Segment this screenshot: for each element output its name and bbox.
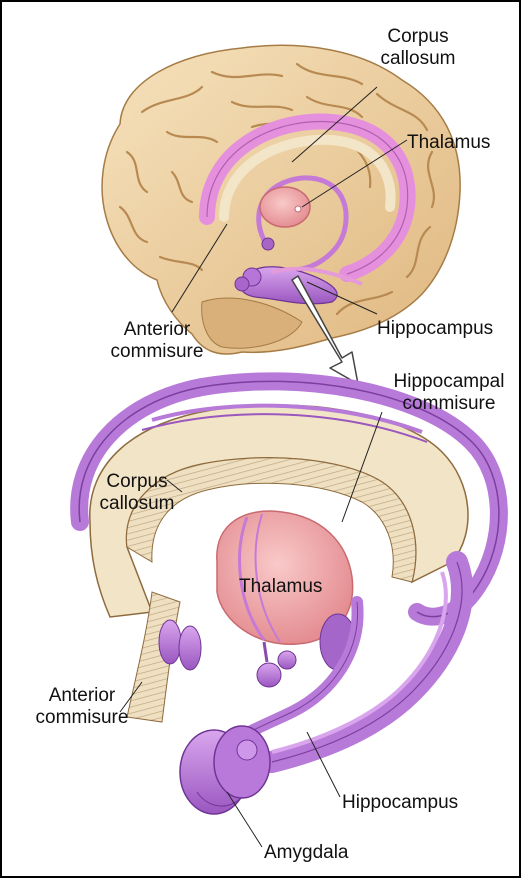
label-hippocampus-bottom: Hippocampus — [342, 792, 458, 814]
limbic-structures — [79, 381, 499, 847]
label-line: commisure — [102, 341, 212, 363]
label-corpus-callosum-bottom: Corpus callosum — [92, 471, 182, 515]
label-anterior-commisure-bottom: Anterior commisure — [32, 685, 132, 729]
label-line: Corpus — [370, 26, 466, 48]
label-line: Anterior — [32, 685, 132, 707]
label-hippocampus-top: Hippocampus — [377, 318, 493, 340]
label-line: Hippocampal — [384, 371, 514, 393]
label-anterior-commisure-top: Anterior commisure — [102, 319, 212, 363]
label-hippocampal-commisure: Hippocampal commisure — [384, 371, 514, 415]
label-corpus-callosum-top: Corpus callosum — [370, 26, 466, 70]
label-thalamus-bottom: Thalamus — [239, 576, 322, 598]
label-amygdala: Amygdala — [264, 842, 349, 864]
label-line: callosum — [370, 48, 466, 70]
label-thalamus-top: Thalamus — [407, 132, 490, 154]
label-line: Anterior — [102, 319, 212, 341]
amygdala — [180, 726, 270, 814]
label-line: callosum — [92, 493, 182, 515]
label-line: Corpus — [92, 471, 182, 493]
label-line: commisure — [32, 707, 132, 729]
label-line: commisure — [384, 393, 514, 415]
